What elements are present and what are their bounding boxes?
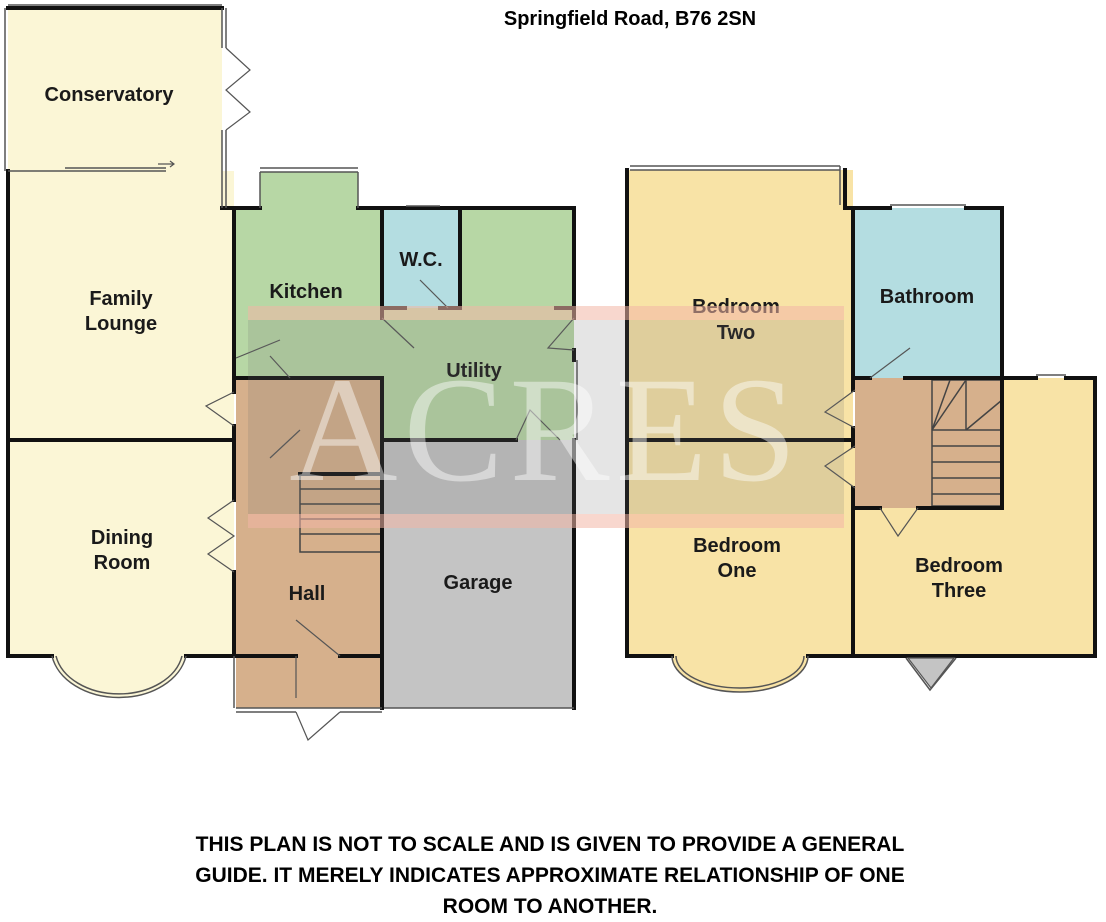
bay-window-triangle [906, 657, 956, 689]
wc-label: W.C. [399, 249, 442, 271]
utility-room [382, 308, 574, 440]
bedroom-two-room [627, 170, 853, 440]
kitchen-bay [260, 172, 358, 210]
first-walls [625, 168, 1097, 658]
bathroom-room [855, 208, 1002, 378]
family-lounge-label-2: Lounge [85, 313, 157, 335]
bedroom-three-label-1: Bedroom [915, 555, 1003, 577]
garage-label: Garage [444, 572, 513, 594]
dining-room-label-1: Dining [91, 527, 153, 549]
kitchen-room [236, 208, 382, 378]
plan-title: Springfield Road, B76 2SN [503, 8, 757, 30]
ground-doors [158, 47, 575, 741]
landing-room [855, 378, 1002, 508]
store-room [460, 208, 574, 308]
ground-windows [4, 4, 578, 713]
utility-label: Utility [446, 360, 502, 382]
dining-room-bay [52, 656, 186, 698]
first-windows [630, 165, 1066, 693]
family-lounge-room [8, 171, 234, 440]
wc-room [384, 208, 460, 308]
bedroom-one-label-2: One [718, 560, 757, 582]
bedroom-two-label-2: Two [717, 322, 756, 344]
hall-room [236, 378, 382, 708]
kitchen-label: Kitchen [269, 281, 342, 303]
first-doors [823, 347, 919, 538]
dining-room-label-2: Room [94, 552, 151, 574]
disclaimer-line-2: GUIDE. IT MERELY INDICATES APPROXIMATE R… [195, 864, 905, 887]
bedroom-three-label-2: Three [932, 580, 986, 602]
watermark-band-bottom [248, 514, 844, 528]
disclaimer-line-3: ROOM TO ANOTHER. [442, 895, 658, 918]
bathroom-label: Bathroom [880, 286, 974, 308]
watermark-band-top [248, 306, 844, 320]
watermark-text: ACRES [289, 347, 802, 513]
garage-room [384, 440, 574, 708]
watermark-box [248, 320, 844, 514]
bedroom-one-bay [672, 656, 808, 692]
bedroom-one-label-1: Bedroom [693, 535, 781, 557]
watermark: ACRES [248, 306, 844, 528]
bedroom-one-room [627, 440, 855, 656]
ground-floor: Conservatory Family Lounge Dining Room K… [4, 4, 578, 741]
ground-walls [6, 6, 576, 710]
disclaimer: THIS PLAN IS NOT TO SCALE AND IS GIVEN T… [100, 829, 1000, 922]
disclaimer-line-1: THIS PLAN IS NOT TO SCALE AND IS GIVEN T… [195, 833, 905, 856]
hall-label: Hall [289, 583, 326, 605]
family-lounge-label-1: Family [89, 288, 153, 310]
dining-room-room [8, 440, 234, 656]
conservatory-label: Conservatory [45, 84, 175, 106]
conservatory-room [8, 8, 222, 171]
